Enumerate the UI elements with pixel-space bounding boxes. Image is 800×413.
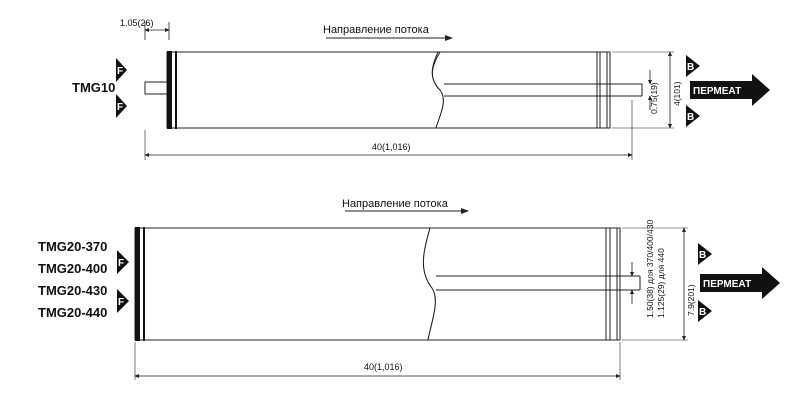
brine-letter: B bbox=[699, 250, 706, 261]
feed-arrow-upper: F bbox=[117, 250, 129, 274]
tmg10-diagram: Направление потока TMG10 F F 1.05(26) bbox=[72, 18, 770, 160]
length-dimension: 40(1,016) bbox=[372, 142, 411, 152]
vessel-diameter-dimension: 7.9(201) bbox=[686, 284, 696, 316]
feed-letter: F bbox=[117, 66, 123, 77]
brine-arrow-upper: B bbox=[686, 55, 700, 77]
feed-arrow-lower: F bbox=[117, 289, 129, 313]
end-cap-dimension: 1.05(26) bbox=[120, 18, 154, 28]
permeate-label: ПЕРМЕАТ bbox=[703, 279, 751, 290]
length-dimension: 40(1,016) bbox=[364, 362, 403, 372]
flow-direction-label: Направление потока bbox=[323, 24, 430, 36]
tube-diameter-dimension-1: 1.50(38) для 370/400/430 bbox=[645, 220, 655, 318]
feed-arrow-upper: F bbox=[116, 58, 127, 82]
end-cap-band bbox=[135, 227, 140, 341]
feed-letter: F bbox=[117, 102, 123, 113]
brine-letter: B bbox=[687, 62, 694, 73]
feed-arrow-lower: F bbox=[116, 94, 127, 118]
brine-letter: B bbox=[699, 307, 706, 318]
model-label: TMG20-400 bbox=[38, 261, 107, 276]
feed-stub-tube bbox=[144, 81, 168, 95]
feed-letter: F bbox=[118, 297, 124, 308]
model-label-tmg10: TMG10 bbox=[72, 80, 115, 95]
model-label: TMG20-430 bbox=[38, 283, 107, 298]
membrane-body-left bbox=[134, 227, 436, 341]
brine-letter: B bbox=[687, 112, 694, 123]
tube-diameter-dimension-2: 1.125(29) для 440 bbox=[656, 248, 666, 318]
model-label: TMG20-440 bbox=[38, 305, 107, 320]
tube-diameter-dimension: 0.75(19) bbox=[649, 82, 659, 114]
permeate-arrow: ПЕРМЕАТ bbox=[690, 74, 770, 106]
membrane-body-right bbox=[432, 51, 611, 129]
end-cap-band bbox=[143, 227, 145, 341]
end-cap-band bbox=[167, 51, 172, 129]
feed-letter: F bbox=[118, 258, 124, 269]
end-cap-band bbox=[175, 51, 177, 129]
brine-arrow-lower: B bbox=[686, 105, 700, 127]
brine-arrow-lower: B bbox=[698, 300, 712, 322]
permeate-label: ПЕРМЕАТ bbox=[693, 86, 741, 97]
vessel-diameter-dimension: 4(101) bbox=[672, 81, 682, 106]
permeate-arrow: ПЕРМЕАТ bbox=[700, 267, 780, 299]
membrane-body-right bbox=[422, 227, 621, 341]
flow-direction-label: Направление потока bbox=[342, 198, 449, 210]
tmg20-diagram: Направление потока TMG20-370 TMG20-400 T… bbox=[38, 198, 780, 380]
membrane-body-left bbox=[166, 51, 444, 129]
brine-arrow-upper: B bbox=[698, 243, 712, 265]
model-label: TMG20-370 bbox=[38, 239, 107, 254]
